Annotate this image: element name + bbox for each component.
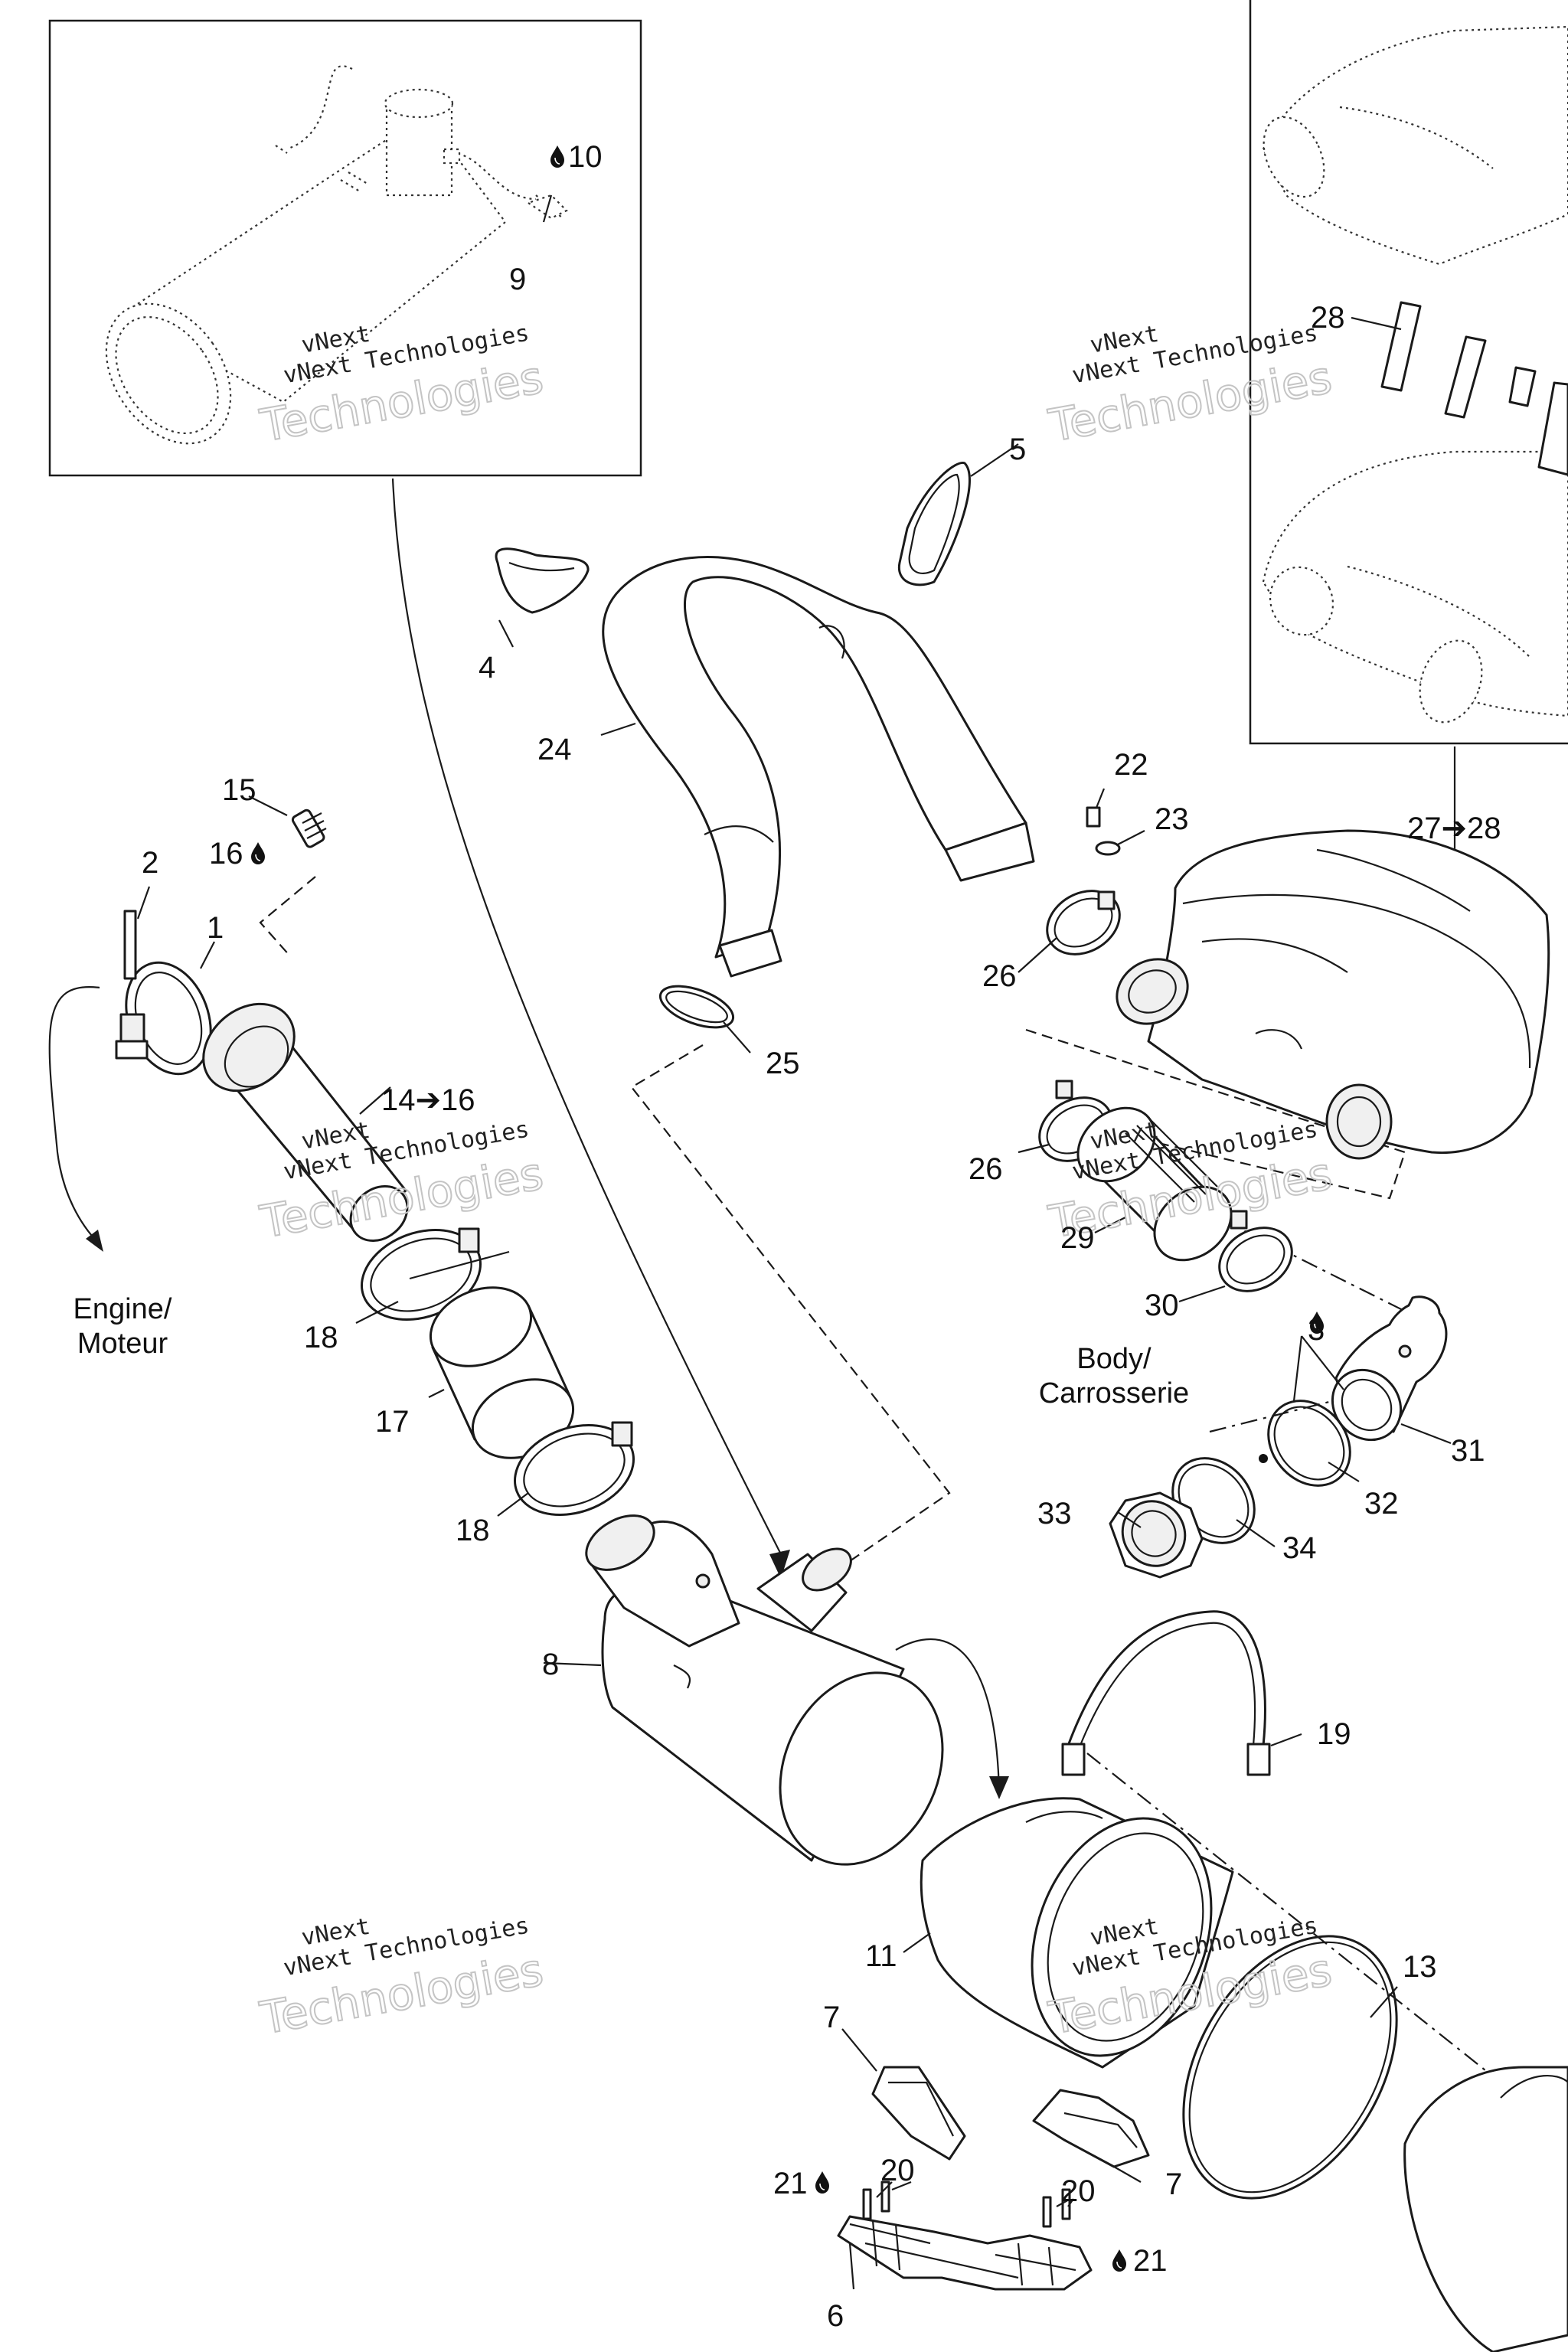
dash-path-24-to-8 [630, 1044, 951, 1593]
callout-3: 3 [1308, 1313, 1325, 1347]
callout-18b: 18 [456, 1514, 490, 1547]
engine-label-line-2: Moteur [77, 1328, 168, 1360]
part-4-gasket [495, 547, 590, 614]
drop-icon [815, 2171, 830, 2194]
callout-19: 19 [1317, 1717, 1351, 1751]
callout-4: 4 [479, 651, 495, 684]
callout-7a: 7 [823, 2001, 840, 2034]
part-29-sleeve [1076, 1106, 1233, 1262]
part-5-gasket [897, 461, 971, 586]
engine-arrowhead [86, 1230, 103, 1252]
callout-26b: 26 [969, 1152, 1003, 1186]
part-30-clamp [1218, 1210, 1293, 1292]
part-1-clamp [115, 961, 212, 1076]
part-24-exhaust-pipe [602, 556, 1035, 978]
part-27-muffler-box [1116, 829, 1550, 1160]
drop-icon [1112, 2249, 1127, 2272]
callout-8: 8 [542, 1648, 559, 1681]
body-label-line-1: Body/ [1076, 1343, 1152, 1375]
callout-34: 34 [1282, 1531, 1317, 1565]
part-32-gasket [1267, 1400, 1351, 1487]
callout-32: 32 [1364, 1487, 1399, 1521]
part-22-bolt [1086, 806, 1101, 828]
part-13-clamp-ring [1182, 1935, 1398, 2200]
callout-6: 6 [827, 2299, 844, 2333]
callout-20a: 20 [880, 2154, 915, 2187]
part-19-strap [1061, 1610, 1271, 1776]
callout-1: 1 [207, 911, 224, 945]
callout-30: 30 [1145, 1289, 1179, 1322]
part-33-nut [1109, 1491, 1204, 1579]
callout-27-28: 27➔28 [1407, 812, 1501, 845]
part-31-elbow [1331, 1295, 1448, 1442]
callout-25: 25 [766, 1047, 800, 1080]
callout-28: 28 [1311, 301, 1345, 335]
callout-15: 15 [222, 773, 256, 807]
callout-2: 2 [142, 846, 158, 880]
callout-20b: 20 [1061, 2174, 1096, 2208]
part-25-clamp [658, 985, 735, 1029]
engine-label-line-1: Engine/ [74, 1293, 172, 1325]
part-15-fitting [291, 808, 327, 848]
part-14-connector [202, 1002, 409, 1243]
part-2-pin [123, 910, 137, 980]
callout-13: 13 [1403, 1950, 1437, 1984]
body-label-line-2: Carrosserie [1039, 1377, 1189, 1410]
callout-21a: 21 [773, 2167, 808, 2200]
engine-curve [48, 985, 100, 1245]
flow-arrowhead [769, 1550, 790, 1579]
callout-18a: 18 [304, 1321, 338, 1354]
callout-11: 11 [865, 1939, 897, 1973]
drop-icon [250, 841, 266, 865]
callout-31: 31 [1451, 1434, 1485, 1468]
part-7-bracket-left [871, 2066, 966, 2161]
part-26-clamp-upper [1046, 890, 1121, 956]
callout-33: 33 [1037, 1497, 1072, 1530]
part-11-heat-shield [920, 1797, 1234, 2069]
callout-16: 16 [209, 837, 243, 871]
part-6-skid-plate [837, 2215, 1093, 2291]
callout-5: 5 [1009, 433, 1026, 466]
callout-21b: 21 [1133, 2244, 1168, 2278]
callout-26a: 26 [982, 959, 1017, 993]
callout-7b: 7 [1165, 2167, 1182, 2201]
flow-line-inset [391, 478, 782, 1555]
dashdot-axis-13 [1086, 1753, 1568, 2137]
callout-14-16: 14➔16 [381, 1083, 475, 1117]
inset-muffler-drawing [105, 65, 568, 445]
flow-arrowhead-2 [989, 1776, 1009, 1799]
part-18-clamp-lower [514, 1421, 635, 1516]
part-13-clamp-inner [1188, 1941, 1392, 2194]
dash-box-29 [1025, 1028, 1406, 1200]
callout-29: 29 [1060, 1221, 1095, 1255]
callout-23: 23 [1155, 802, 1189, 836]
part-23-washer [1095, 841, 1121, 856]
callout-9: 9 [509, 263, 526, 296]
part-8-muffler [585, 1514, 944, 1866]
callout-24: 24 [537, 733, 572, 766]
callout-22: 22 [1114, 748, 1148, 782]
callout-leaders [136, 194, 1452, 2290]
body-dot [1259, 1454, 1268, 1463]
flow-line-8-to-11 [895, 1638, 1001, 1792]
inset-muffler-variants-drawing [1262, 25, 1568, 724]
callout-10: 10 [568, 140, 603, 174]
watermark-bottom-left: vNext vNext Technologies Technologies [256, 1913, 548, 2046]
callout-17: 17 [375, 1405, 410, 1439]
part-7-bracket-right [1032, 2089, 1150, 2168]
dash-path-15-to-1 [259, 876, 316, 958]
tailpipe-cutoff [1403, 2066, 1568, 2352]
